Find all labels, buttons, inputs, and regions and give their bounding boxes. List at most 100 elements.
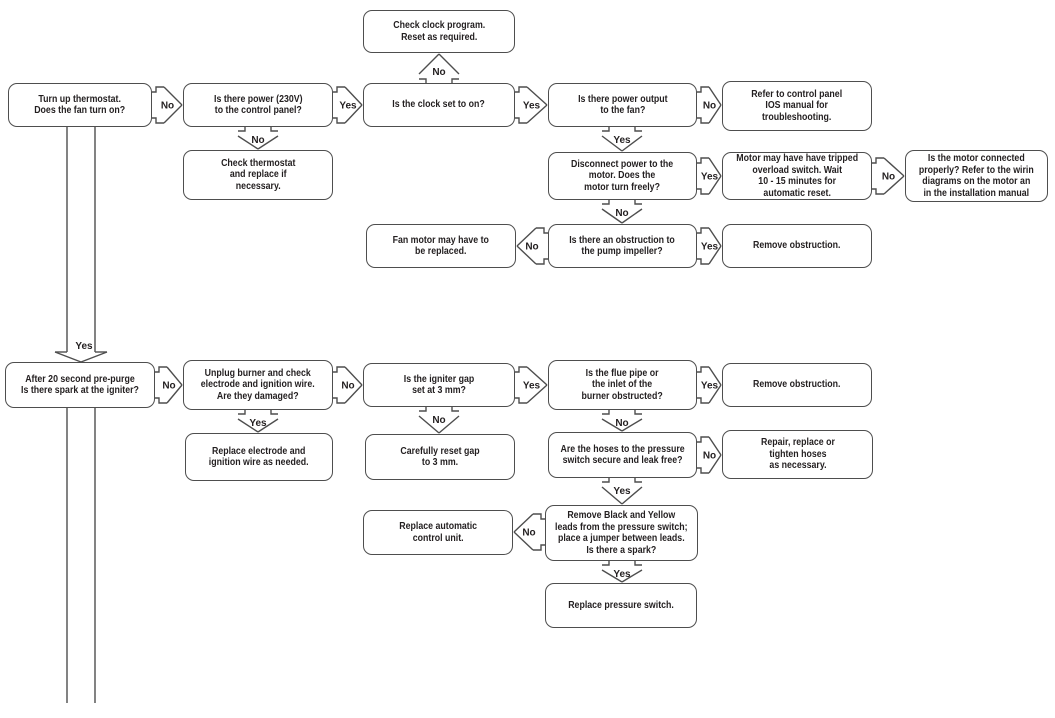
edge-label: No — [615, 418, 628, 429]
flow-node-label: Carefully reset gap to 3 mm. — [400, 445, 480, 469]
flow-node-motor-connected-properly: Is the motor connected properly? Refer t… — [905, 150, 1048, 202]
connector-line — [333, 397, 345, 404]
edge-label: Yes — [523, 101, 541, 112]
connector-line — [515, 397, 527, 404]
connector-line — [697, 157, 709, 164]
connector-line — [515, 86, 527, 93]
flow-node-disconnect-power-motor: Disconnect power to the motor. Does the … — [548, 152, 697, 200]
connector-line — [634, 410, 642, 415]
connector-line — [344, 86, 363, 124]
connector-line — [237, 418, 279, 433]
flow-node-remove-obstruction-1: Remove obstruction. — [722, 224, 872, 268]
flow-node-replace-automatic-control-unit: Replace automatic control unit. — [363, 510, 513, 555]
flow-node-label: Check thermostat and replace if necessar… — [220, 157, 296, 192]
connector-line — [516, 227, 537, 265]
connector-line — [333, 117, 345, 124]
flow-node-unplug-burner-check-electrode: Unplug burner and check electrode and ig… — [183, 360, 333, 410]
flow-node-pump-impeller-obstruction: Is there an obstruction to the pump impe… — [548, 224, 697, 268]
connector-line — [602, 561, 610, 566]
connector-line — [697, 436, 709, 443]
edge-label: No — [251, 135, 264, 146]
flow-node-prepurge-spark-igniter: After 20 second pre-purge Is there spark… — [5, 362, 155, 408]
connector-line — [418, 415, 460, 434]
flow-node-jumper-pressure-switch-leads: Remove Black and Yellow leads from the p… — [545, 505, 698, 561]
edge-label: Yes — [613, 135, 631, 146]
flow-node-turn-up-thermostat: Turn up thermostat. Does the fan turn on… — [8, 83, 152, 127]
connector-line — [152, 117, 164, 124]
connector-line — [697, 366, 709, 373]
connector-line — [333, 366, 345, 373]
connector-line — [697, 86, 709, 93]
flow-node-fan-motor-replaced: Fan motor may have to be replaced. — [366, 224, 516, 268]
connector-line — [634, 127, 642, 132]
flow-node-label: Replace automatic control unit. — [399, 521, 477, 544]
edge-label: Yes — [249, 418, 267, 429]
flow-node-label: Replace electrode and ignition wire as n… — [209, 445, 309, 469]
connector-line — [708, 86, 722, 124]
flow-node-label: Is there power (230V) to the control pan… — [213, 93, 303, 117]
connector-line — [152, 86, 164, 93]
edge-label: No — [615, 208, 628, 219]
flow-node-remove-obstruction-2: Remove obstruction. — [722, 363, 872, 407]
flow-node-label: Are the hoses to the pressure switch sec… — [560, 443, 685, 467]
connector-line — [697, 467, 709, 474]
connector-line — [697, 227, 709, 234]
connector-line — [634, 478, 642, 483]
connector-line — [163, 86, 183, 124]
flow-node-label: Is the igniter gap set at 3 mm? — [403, 373, 475, 397]
flow-node-label: Is the motor connected properly? Refer t… — [919, 153, 1034, 199]
flow-node-label: Check clock program. Reset as required. — [393, 20, 485, 43]
edge-label: Yes — [701, 242, 719, 253]
flow-node-label: Replace pressure switch. — [568, 599, 674, 611]
connector-line — [697, 258, 709, 265]
connector-line — [155, 366, 167, 373]
connector-line — [602, 127, 610, 132]
connector-line — [536, 227, 548, 234]
connector-line — [419, 78, 427, 83]
flow-node-check-thermostat: Check thermostat and replace if necessar… — [183, 150, 333, 200]
flow-node-carefully-reset-gap: Carefully reset gap to 3 mm. — [365, 434, 515, 480]
flow-node-power-output-to-fan: Is there power output to the fan? — [548, 83, 697, 127]
flow-node-label: Is there an obstruction to the pump impe… — [569, 234, 676, 258]
edge-label: No — [341, 381, 354, 392]
flow-node-label: Remove Black and Yellow leads from the p… — [555, 510, 688, 556]
flow-node-pressure-switch-hoses: Are the hoses to the pressure switch sec… — [548, 432, 697, 478]
flow-node-label: Is the flue pipe or the inlet of the bur… — [581, 367, 664, 402]
connector-line — [526, 86, 548, 124]
connector-line — [533, 544, 545, 551]
connector-line — [872, 188, 884, 195]
connector-line — [238, 127, 246, 132]
connector-line — [883, 157, 905, 195]
flow-node-label: Is the clock set to on? — [392, 99, 486, 111]
connector-line — [601, 569, 643, 583]
connector-line — [634, 561, 642, 566]
flow-node-check-clock-program: Check clock program. Reset as required. — [363, 10, 515, 53]
flow-node-power-230v: Is there power (230V) to the control pan… — [183, 83, 333, 127]
connector-line — [601, 418, 643, 432]
connector-line — [451, 407, 459, 412]
edge-label: No — [703, 451, 716, 462]
connector-line — [270, 127, 278, 132]
edge-label: No — [525, 242, 538, 253]
edge-label: Yes — [75, 341, 93, 352]
edge-label: No — [162, 381, 175, 392]
edge-label: No — [703, 101, 716, 112]
flow-node-label: Refer to control panel IOS manual for tr… — [751, 88, 843, 123]
flow-node-label: Disconnect power to the motor. Does the … — [571, 158, 674, 193]
flow-node-label: Fan motor may have to be replaced. — [392, 234, 490, 258]
edge-label: Yes — [523, 381, 541, 392]
edge-label: No — [882, 172, 895, 183]
connector-line — [166, 366, 183, 404]
connector-line — [513, 513, 534, 551]
connector-line — [601, 486, 643, 505]
connector-line — [237, 135, 279, 150]
flow-node-igniter-gap-3mm: Is the igniter gap set at 3 mm? — [363, 363, 515, 407]
flow-node-replace-electrode-wire: Replace electrode and ignition wire as n… — [185, 433, 333, 481]
edge-label: Yes — [613, 569, 631, 580]
connector-line — [872, 157, 884, 164]
connector-line — [419, 407, 427, 412]
connector-line — [708, 436, 722, 474]
flow-node-clock-set-to-on: Is the clock set to on? — [363, 83, 515, 127]
